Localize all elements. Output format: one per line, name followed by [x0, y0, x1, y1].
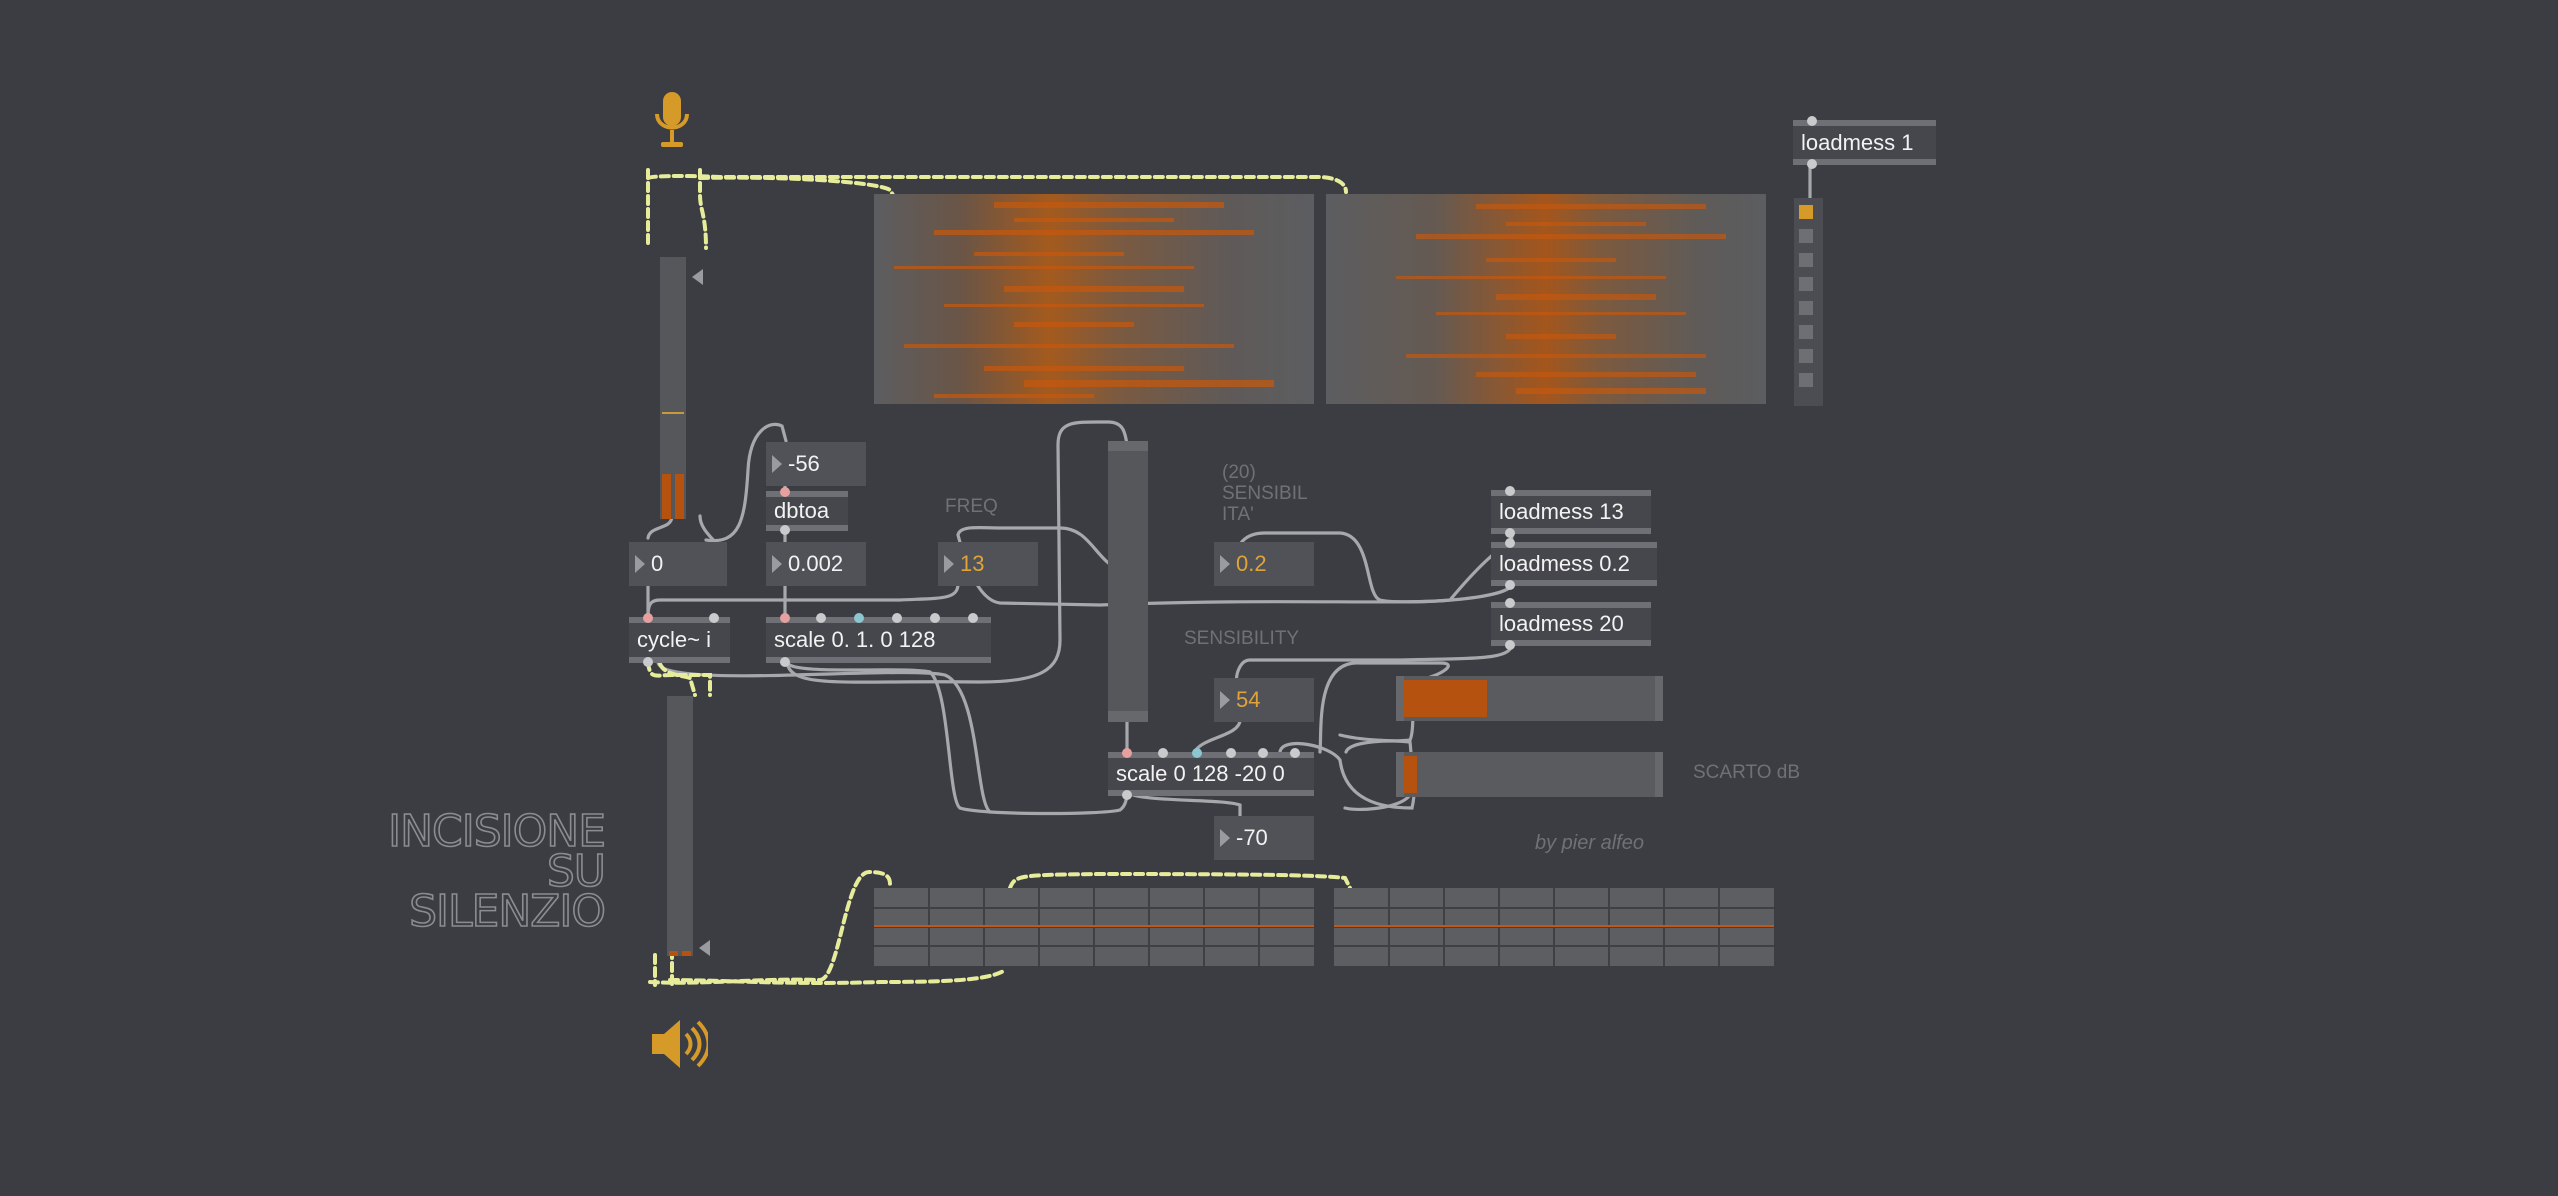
sensibility-number[interactable]: 54	[1214, 678, 1314, 722]
loadmess-1-object[interactable]: loadmess 1	[1793, 116, 1936, 169]
object-text: loadmess 1	[1801, 129, 1914, 155]
freq-comment: FREQ	[945, 496, 998, 517]
db-input-number[interactable]: -56	[766, 442, 866, 486]
radio-cell[interactable]	[1799, 349, 1813, 363]
scope-left	[874, 888, 1314, 966]
scarto-number[interactable]: -70	[1214, 816, 1314, 860]
radio-cell[interactable]	[1799, 301, 1813, 315]
radio-cell[interactable]	[1799, 277, 1813, 291]
speaker-icon[interactable]	[650, 1018, 708, 1070]
object-text: scale 0. 1. 0 128	[774, 627, 936, 652]
horizontal-slider-scarto[interactable]	[1396, 752, 1663, 797]
object-text: loadmess 13	[1499, 499, 1624, 524]
horizontal-slider-sensibility[interactable]	[1396, 676, 1663, 721]
freq-number[interactable]: 13	[938, 542, 1038, 586]
radio-cell[interactable]	[1799, 253, 1813, 267]
object-text: cycle~ i	[637, 627, 711, 652]
dbtoa-object[interactable]: dbtoa	[766, 487, 848, 535]
radio-cell[interactable]	[1799, 325, 1813, 339]
scarto-comment: SCARTO dB	[1693, 762, 1801, 783]
spectroscope-right	[1326, 194, 1766, 404]
loadmess-20-object[interactable]: loadmess 20	[1491, 598, 1651, 650]
radio-cell[interactable]	[1799, 373, 1813, 387]
title-line-1: INCISIONE SU	[387, 806, 606, 897]
object-text: loadmess 0.2	[1499, 551, 1630, 576]
object-text: loadmess 20	[1499, 611, 1624, 636]
radio-cell[interactable]	[1799, 205, 1813, 219]
scale-left-object[interactable]: scale 0. 1. 0 128	[766, 613, 991, 667]
vertical-slider[interactable]	[1108, 441, 1148, 722]
sens-number[interactable]: 0.2	[1214, 542, 1314, 586]
meter-marker	[699, 940, 710, 956]
sensibility-comment: SENSIBILITY	[1184, 628, 1300, 649]
patch-title: INCISIONE SU SILENZIO	[350, 806, 606, 937]
byline: by pier alfeo	[1535, 832, 1644, 854]
object-text: dbtoa	[774, 498, 830, 523]
cycle-input-number[interactable]: 0	[629, 542, 727, 586]
scope-right	[1334, 888, 1774, 966]
amplitude-number[interactable]: 0.002	[766, 542, 866, 586]
object-text: scale 0 128 -20 0	[1116, 761, 1285, 786]
loadmess-13-object[interactable]: loadmess 13	[1491, 486, 1651, 538]
cycle-object[interactable]: cycle~ i	[629, 613, 730, 667]
title-line-2: SILENZIO	[408, 886, 606, 937]
output-level-meter	[667, 696, 693, 956]
spectroscope-left	[874, 194, 1314, 404]
radio-group[interactable]	[1794, 198, 1823, 406]
sensibilita-comment: (20) SENSIBIL ITA'	[1222, 462, 1308, 525]
loadmess-02-object[interactable]: loadmess 0.2	[1491, 538, 1657, 590]
input-level-meter	[660, 257, 686, 519]
radio-cell[interactable]	[1799, 229, 1813, 243]
meter-marker	[692, 269, 703, 285]
scale-mid-object[interactable]: scale 0 128 -20 0	[1108, 748, 1314, 800]
microphone-icon[interactable]	[654, 92, 690, 150]
